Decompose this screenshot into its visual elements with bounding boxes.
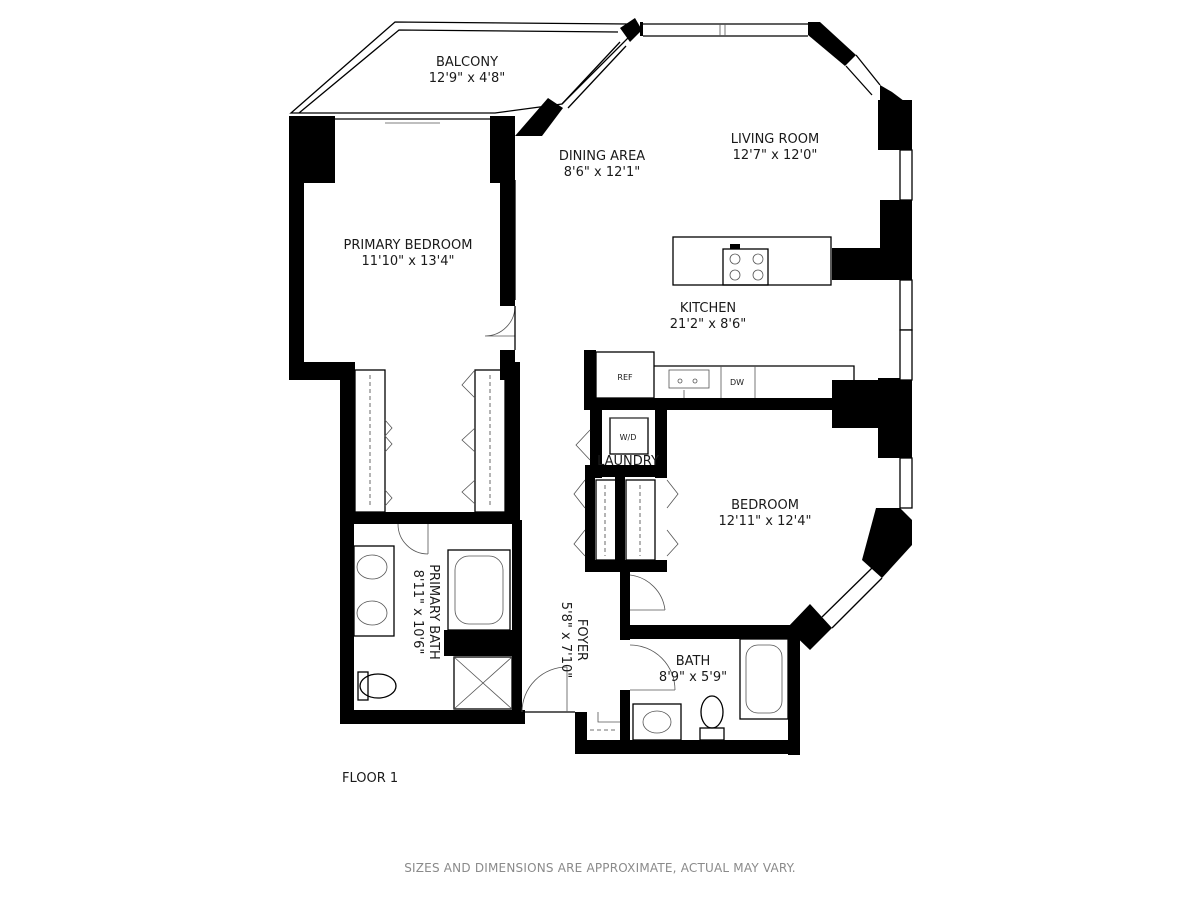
living-dims: 12'7" x 12'0"	[733, 148, 818, 163]
room-foyer: FOYER 5'8" x 7'10"	[558, 602, 589, 678]
kitchen-dims: 21'2" x 8'6"	[670, 317, 746, 332]
bedroom-dims: 12'11" x 12'4"	[719, 514, 812, 529]
room-primary-bedroom: PRIMARY BEDROOM 11'10" x 13'4"	[344, 238, 473, 269]
floor-label: FLOOR 1	[342, 771, 398, 786]
room-dining: DINING AREA 8'6" x 12'1"	[559, 149, 645, 180]
walls	[289, 18, 912, 755]
washer-dryer	[609, 417, 649, 455]
ref-label: REF	[617, 373, 633, 382]
dining-name: DINING AREA	[559, 149, 645, 164]
thin-walls	[514, 23, 913, 713]
dining-dims: 8'6" x 12'1"	[564, 165, 640, 180]
foyer-dims: 5'8" x 7'10"	[558, 602, 573, 678]
room-kitchen: KITCHEN 21'2" x 8'6"	[670, 301, 746, 332]
closet-left	[354, 369, 393, 513]
bath-dims: 8'9" x 5'9"	[659, 670, 727, 685]
room-laundry: LAUNDRY	[597, 454, 659, 469]
laundry-name: LAUNDRY	[597, 454, 659, 469]
wd-label: W/D	[620, 433, 637, 442]
kitchen-counter	[595, 351, 861, 399]
bath-fixtures	[632, 638, 789, 741]
closet-right	[461, 369, 506, 513]
room-balcony: BALCONY 12'9" x 4'8"	[429, 55, 505, 86]
room-bath: BATH 8'9" x 5'9"	[659, 654, 727, 685]
room-primary-bath: PRIMARY BATH 8'11" x 10'6"	[410, 564, 441, 660]
primary-bath-name: PRIMARY BATH	[426, 564, 441, 660]
living-name: LIVING ROOM	[731, 132, 819, 147]
balcony-dims: 12'9" x 4'8"	[429, 71, 505, 86]
dw-label: DW	[730, 378, 744, 387]
primary-bath-dims: 8'11" x 10'6"	[410, 570, 425, 655]
balcony-outline	[289, 21, 629, 124]
primary-bedroom-name: PRIMARY BEDROOM	[344, 238, 473, 253]
primary-bedroom-dims: 11'10" x 13'4"	[362, 254, 455, 269]
balcony-name: BALCONY	[436, 55, 498, 70]
bedroom-name: BEDROOM	[731, 498, 799, 513]
foyer-name: FOYER	[574, 619, 589, 661]
room-living: LIVING ROOM 12'7" x 12'0"	[731, 132, 819, 163]
primary-bath-fixtures	[353, 545, 513, 710]
bath-name: BATH	[676, 654, 711, 669]
closet-lower	[573, 429, 679, 561]
disclaimer: SIZES AND DIMENSIONS ARE APPROXIMATE, AC…	[404, 861, 796, 875]
kitchen-name: KITCHEN	[680, 301, 736, 316]
kitchen-island	[672, 236, 832, 286]
doors	[397, 305, 676, 731]
room-bedroom: BEDROOM 12'11" x 12'4"	[719, 498, 812, 529]
